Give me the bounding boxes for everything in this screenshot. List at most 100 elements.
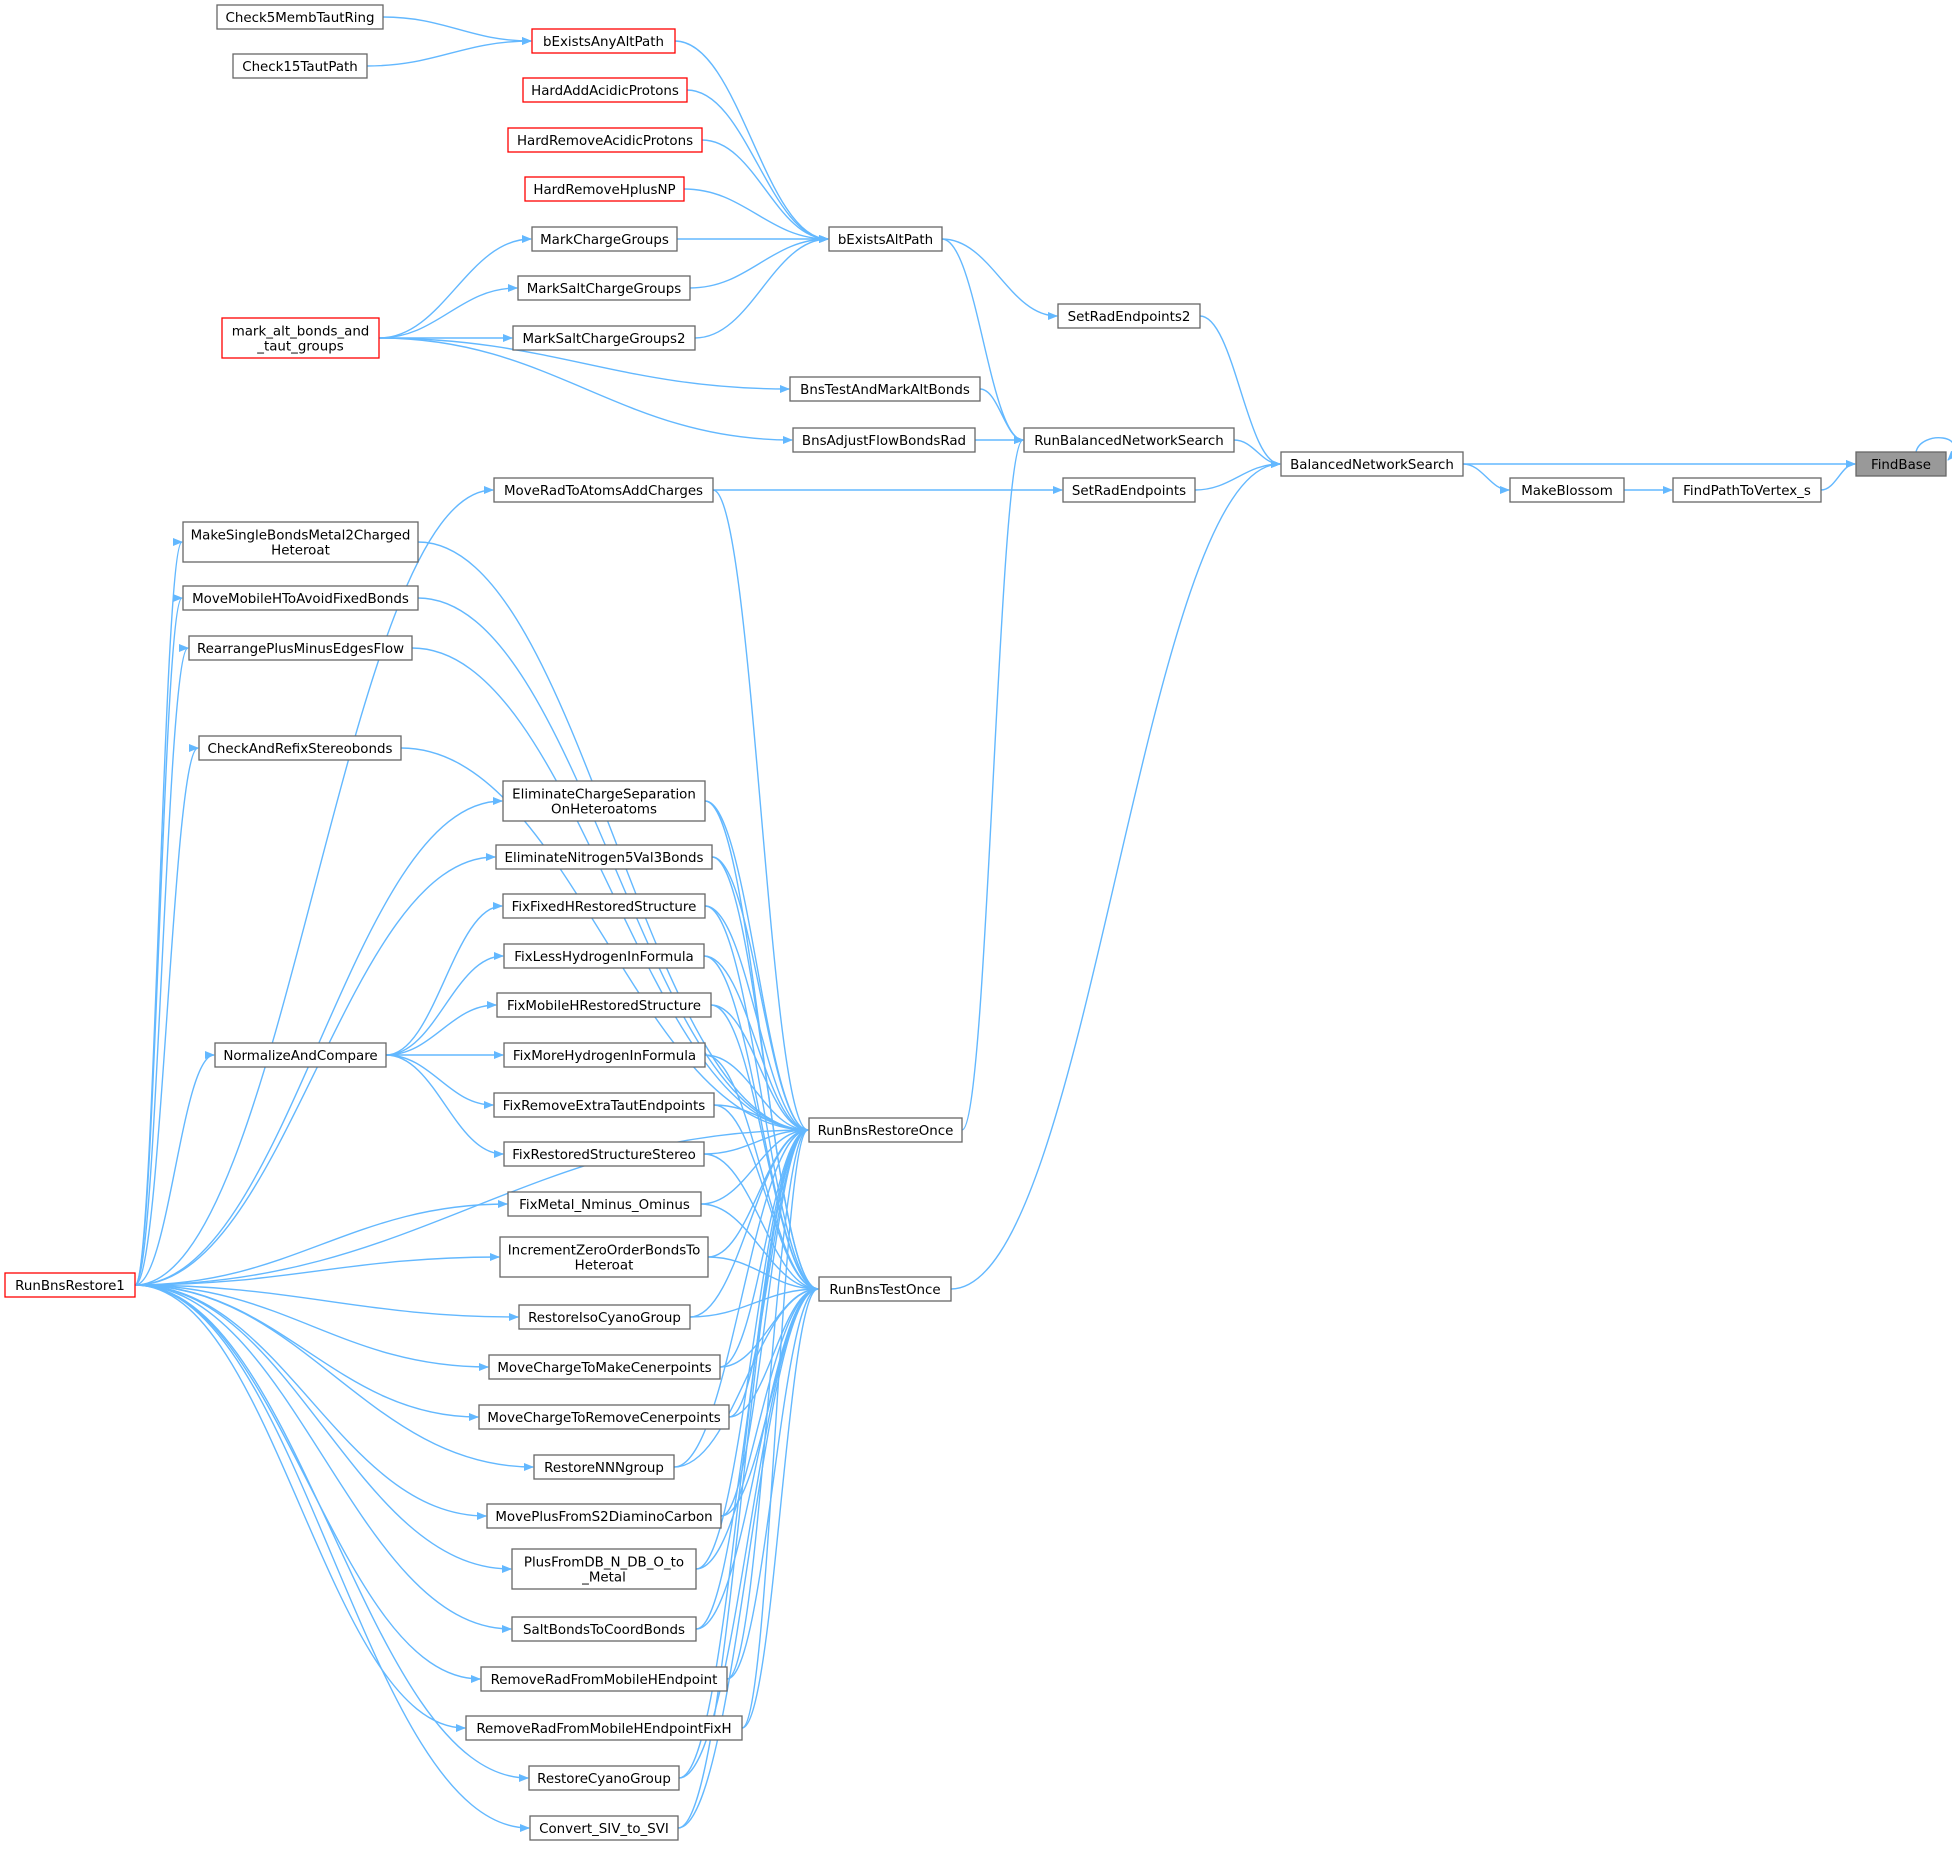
node-box[interactable] bbox=[507, 1191, 702, 1217]
node-box[interactable] bbox=[1509, 477, 1625, 503]
node-box[interactable] bbox=[1023, 427, 1235, 453]
node-FixMobileHRestoredStructure[interactable]: FixMobileHRestoredStructure bbox=[496, 992, 712, 1018]
node-RestoreCyanoGroup[interactable]: RestoreCyanoGroup bbox=[528, 1765, 680, 1791]
node-box[interactable] bbox=[1672, 477, 1822, 503]
node-FindBase[interactable]: FindBase bbox=[1855, 451, 1947, 477]
node-RunBnsRestoreOnce[interactable]: RunBnsRestoreOnce bbox=[808, 1117, 963, 1143]
node-MovePlusFromS2DiaminoCarbon[interactable]: MovePlusFromS2DiaminoCarbon bbox=[486, 1503, 722, 1529]
node-box[interactable] bbox=[221, 317, 380, 359]
node-box[interactable] bbox=[499, 1236, 709, 1278]
node-box[interactable] bbox=[502, 893, 706, 919]
node-MoveChargeToRemoveCenerpoints[interactable]: MoveChargeToRemoveCenerpoints bbox=[478, 1404, 730, 1430]
node-Check15TautPath[interactable]: Check15TautPath bbox=[232, 53, 368, 79]
node-box[interactable] bbox=[1280, 451, 1464, 477]
node-FixRestoredStructureStereo[interactable]: FixRestoredStructureStereo bbox=[503, 1141, 705, 1167]
node-RunBnsTestOnce[interactable]: RunBnsTestOnce bbox=[818, 1276, 952, 1302]
node-NormalizeAndCompare[interactable]: NormalizeAndCompare bbox=[214, 1042, 387, 1068]
node-box[interactable] bbox=[488, 1354, 721, 1380]
node-box[interactable] bbox=[529, 1815, 679, 1841]
node-FixMetal_Nminus_Ominus[interactable]: FixMetal_Nminus_Ominus bbox=[507, 1191, 702, 1217]
node-box[interactable] bbox=[808, 1117, 963, 1143]
node-SetRadEndpoints2[interactable]: SetRadEndpoints2 bbox=[1057, 303, 1201, 329]
node-bExistsAltPath[interactable]: bExistsAltPath bbox=[828, 226, 943, 252]
node-FixFixedHRestoredStructure[interactable]: FixFixedHRestoredStructure bbox=[502, 893, 706, 919]
node-box[interactable] bbox=[478, 1404, 730, 1430]
node-mark_alt_bonds[interactable]: mark_alt_bonds_and_taut_groups bbox=[221, 317, 380, 359]
node-box[interactable] bbox=[1057, 303, 1201, 329]
node-box[interactable] bbox=[518, 1304, 691, 1330]
node-box[interactable] bbox=[531, 226, 678, 252]
node-EliminateNitrogen5Val3Bonds[interactable]: EliminateNitrogen5Val3Bonds bbox=[495, 844, 713, 870]
node-box[interactable] bbox=[789, 376, 981, 402]
node-FixMoreHydrogenInFormula[interactable]: FixMoreHydrogenInFormula bbox=[503, 1042, 706, 1068]
node-SaltBondsToCoordBonds[interactable]: SaltBondsToCoordBonds bbox=[511, 1616, 697, 1642]
node-Check5MembTautRing[interactable]: Check5MembTautRing bbox=[216, 4, 384, 30]
node-PlusFromDB_N_DB_O_to_Metal[interactable]: PlusFromDB_N_DB_O_to_Metal bbox=[511, 1548, 697, 1590]
node-box[interactable] bbox=[507, 127, 703, 153]
node-FindPathToVertex_s[interactable]: FindPathToVertex_s bbox=[1672, 477, 1822, 503]
node-CheckAndRefixStereobonds[interactable]: CheckAndRefixStereobonds bbox=[198, 735, 402, 761]
node-BalancedNetworkSearch[interactable]: BalancedNetworkSearch bbox=[1280, 451, 1464, 477]
node-box[interactable] bbox=[818, 1276, 952, 1302]
node-box[interactable] bbox=[503, 1042, 706, 1068]
node-box[interactable] bbox=[493, 477, 714, 503]
node-HardRemoveHplusNP[interactable]: HardRemoveHplusNP bbox=[524, 176, 685, 202]
node-box[interactable] bbox=[496, 992, 712, 1018]
node-MarkSaltChargeGroups[interactable]: MarkSaltChargeGroups bbox=[517, 275, 691, 301]
node-box[interactable] bbox=[511, 1616, 697, 1642]
node-SetRadEndpoints[interactable]: SetRadEndpoints bbox=[1062, 477, 1196, 503]
node-MakeBlossom[interactable]: MakeBlossom bbox=[1509, 477, 1625, 503]
node-HardAddAcidicProtons[interactable]: HardAddAcidicProtons bbox=[522, 77, 688, 103]
node-HardRemoveAcidicProtons[interactable]: HardRemoveAcidicProtons bbox=[507, 127, 703, 153]
node-box[interactable] bbox=[1855, 451, 1947, 477]
node-box[interactable] bbox=[502, 780, 706, 822]
node-box[interactable] bbox=[528, 1765, 680, 1791]
node-box[interactable] bbox=[182, 585, 419, 611]
node-box[interactable] bbox=[4, 1272, 136, 1298]
node-box[interactable] bbox=[511, 1548, 697, 1590]
node-box[interactable] bbox=[503, 943, 705, 969]
node-MoveRadToAtomsAddCharges[interactable]: MoveRadToAtomsAddCharges bbox=[493, 477, 714, 503]
node-box[interactable] bbox=[531, 28, 676, 54]
node-RearrangePlusMinusEdgesFlow[interactable]: RearrangePlusMinusEdgesFlow bbox=[188, 635, 413, 661]
node-box[interactable] bbox=[495, 844, 713, 870]
node-box[interactable] bbox=[214, 1042, 387, 1068]
node-box[interactable] bbox=[533, 1454, 675, 1480]
node-box[interactable] bbox=[503, 1141, 705, 1167]
node-box[interactable] bbox=[182, 521, 419, 563]
node-box[interactable] bbox=[828, 226, 943, 252]
node-box[interactable] bbox=[232, 53, 368, 79]
node-BnsAdjustFlowBondsRad[interactable]: BnsAdjustFlowBondsRad bbox=[792, 427, 976, 453]
node-box[interactable] bbox=[524, 176, 685, 202]
node-box[interactable] bbox=[486, 1503, 722, 1529]
node-bExistsAnyAltPath[interactable]: bExistsAnyAltPath bbox=[531, 28, 676, 54]
node-box[interactable] bbox=[512, 325, 696, 351]
node-RemoveRadFromMobileHEndpointFixH[interactable]: RemoveRadFromMobileHEndpointFixH bbox=[465, 1715, 743, 1741]
node-RestoreIsoCyanoGroup[interactable]: RestoreIsoCyanoGroup bbox=[518, 1304, 691, 1330]
node-box[interactable] bbox=[522, 77, 688, 103]
node-MarkChargeGroups[interactable]: MarkChargeGroups bbox=[531, 226, 678, 252]
node-box[interactable] bbox=[792, 427, 976, 453]
node-box[interactable] bbox=[1062, 477, 1196, 503]
node-RemoveRadFromMobileHEndpoint[interactable]: RemoveRadFromMobileHEndpoint bbox=[480, 1666, 728, 1692]
node-FixRemoveExtraTautEndpoints[interactable]: FixRemoveExtraTautEndpoints bbox=[493, 1092, 715, 1118]
node-box[interactable] bbox=[188, 635, 413, 661]
node-box[interactable] bbox=[216, 4, 384, 30]
node-box[interactable] bbox=[198, 735, 402, 761]
node-box[interactable] bbox=[517, 275, 691, 301]
node-BnsTestAndMarkAltBonds[interactable]: BnsTestAndMarkAltBonds bbox=[789, 376, 981, 402]
node-MoveChargeToMakeCenerpoints[interactable]: MoveChargeToMakeCenerpoints bbox=[488, 1354, 721, 1380]
node-RunBalancedNetworkSearch[interactable]: RunBalancedNetworkSearch bbox=[1023, 427, 1235, 453]
node-RunBnsRestore1[interactable]: RunBnsRestore1 bbox=[4, 1272, 136, 1298]
node-Convert_SIV_to_SVI[interactable]: Convert_SIV_to_SVI bbox=[529, 1815, 679, 1841]
node-MoveMobileHToAvoidFixedBonds[interactable]: MoveMobileHToAvoidFixedBonds bbox=[182, 585, 419, 611]
node-box[interactable] bbox=[493, 1092, 715, 1118]
node-box[interactable] bbox=[480, 1666, 728, 1692]
node-MarkSaltChargeGroups2[interactable]: MarkSaltChargeGroups2 bbox=[512, 325, 696, 351]
node-FixLessHydrogenInFormula[interactable]: FixLessHydrogenInFormula bbox=[503, 943, 705, 969]
node-box[interactable] bbox=[465, 1715, 743, 1741]
node-RestoreNNNgroup[interactable]: RestoreNNNgroup bbox=[533, 1454, 675, 1480]
